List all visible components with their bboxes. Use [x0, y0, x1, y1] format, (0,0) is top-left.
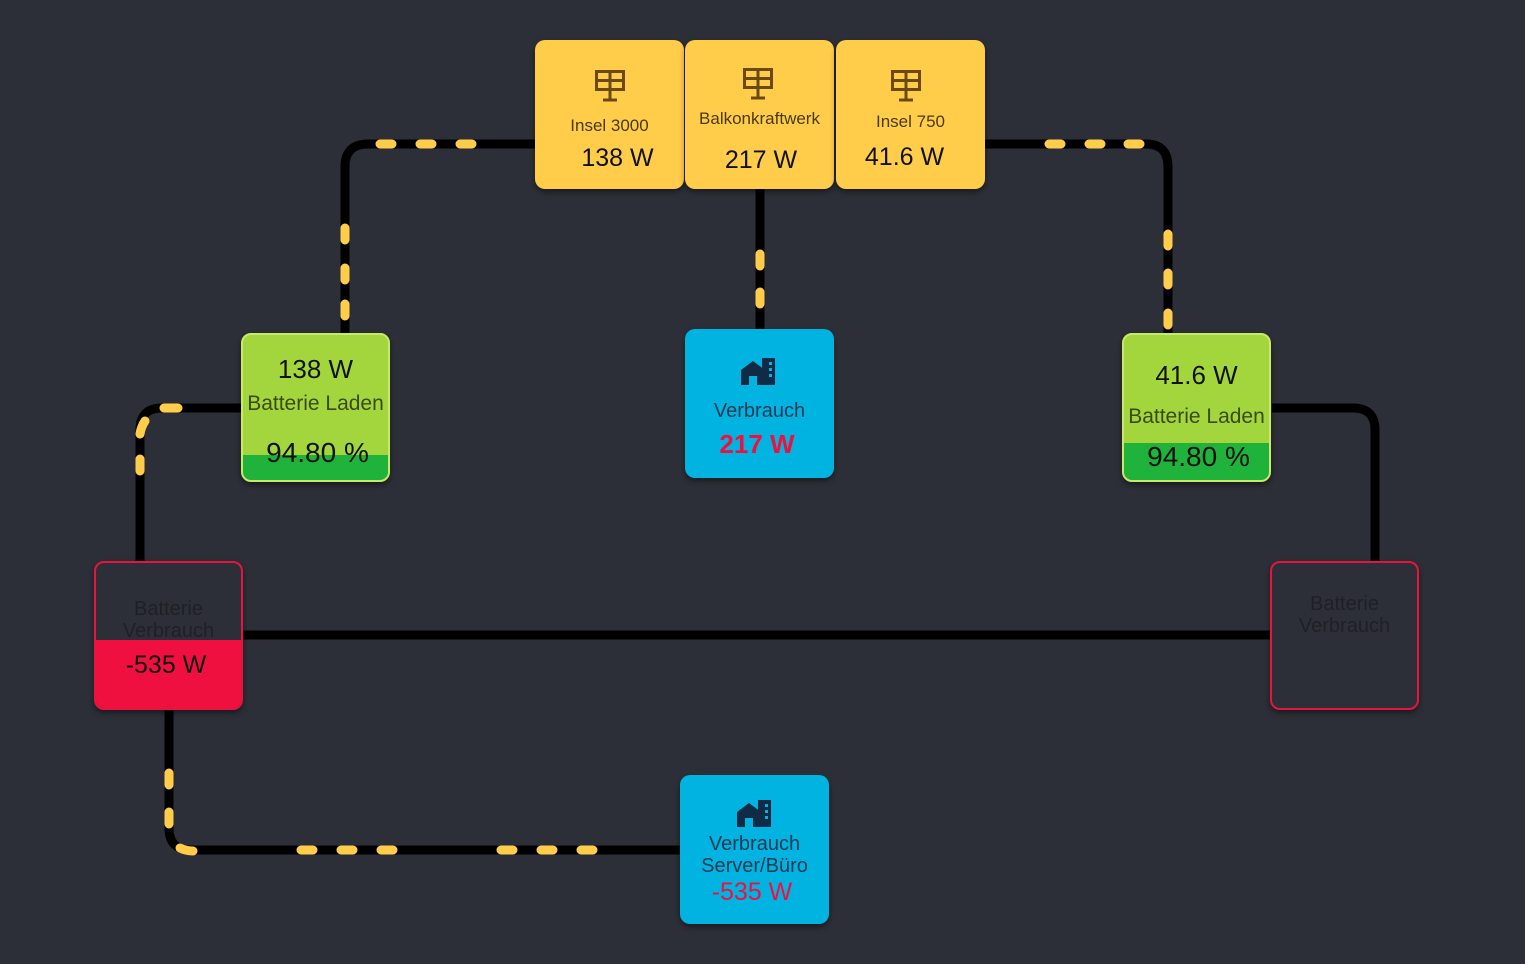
battery-power: 41.6 W: [1155, 360, 1238, 390]
battery-use-label: Batterie Verbrauch: [1298, 593, 1391, 637]
battery-label: Batterie Laden: [1128, 405, 1265, 428]
solar-value: 138 W: [581, 144, 654, 172]
line-solar3-battery-right: [985, 139, 1173, 335]
consumption-card-main[interactable]: Verbrauch 217 W: [685, 329, 834, 478]
battery-power: 138 W: [277, 354, 354, 384]
solar-card-insel-750[interactable]: Insel 750 41.6 W: [836, 40, 985, 189]
battery-use-card-left[interactable]: Batterie Verbrauch -535 W: [94, 561, 243, 710]
consumption-value: 217 W: [719, 429, 795, 459]
battery-card-left[interactable]: 138 W Batterie Laden 94.80 %: [241, 333, 390, 482]
solar-card-balkonkraftwerk[interactable]: Balkonkraftwerk 217 W: [685, 40, 834, 189]
battery-use-card-right[interactable]: Batterie Verbrauch: [1270, 561, 1419, 710]
home-building-icon: [737, 800, 771, 827]
battery-use-fill: [96, 640, 241, 708]
solar-value: 41.6 W: [864, 143, 945, 171]
solar-panel-icon: [743, 68, 773, 100]
battery-soc: 94.80 %: [266, 437, 369, 468]
battery-soc-fill: [243, 455, 388, 480]
line-solar1-battery-left: [340, 139, 537, 335]
solar-panel-icon: [595, 70, 625, 102]
battery-label: Batterie Laden: [247, 392, 384, 415]
solar-panel-icon: [891, 70, 921, 102]
battery-use-label: Batterie Verbrauch: [122, 598, 215, 642]
home-building-icon: [741, 358, 775, 385]
line-batuse-left-server: [164, 710, 681, 855]
solar-label: Insel 3000: [570, 116, 649, 135]
solar-label: Balkonkraftwerk: [699, 109, 820, 128]
battery-card-right[interactable]: 41.6 W Batterie Laden 94.80 %: [1122, 333, 1271, 482]
battery-soc: 94.80 %: [1147, 441, 1250, 472]
line-battery-left-batuse-left: [135, 403, 242, 563]
consumption-card-server[interactable]: Verbrauch Server/Büro -535 W: [680, 775, 829, 924]
consumption-label: Verbrauch Server/Büro: [701, 833, 808, 877]
solar-card-insel-3000[interactable]: Insel 3000 138 W: [535, 40, 684, 189]
consumption-label: Verbrauch: [713, 400, 806, 422]
solar-label: Insel 750: [876, 112, 945, 131]
solar-value: 217 W: [724, 146, 798, 174]
battery-use-value: -535 W: [125, 651, 207, 679]
line-battery-right-batuse-right: [1272, 403, 1380, 563]
consumption-value: -535 W: [711, 878, 793, 906]
battery-soc-fill: [1124, 443, 1269, 480]
